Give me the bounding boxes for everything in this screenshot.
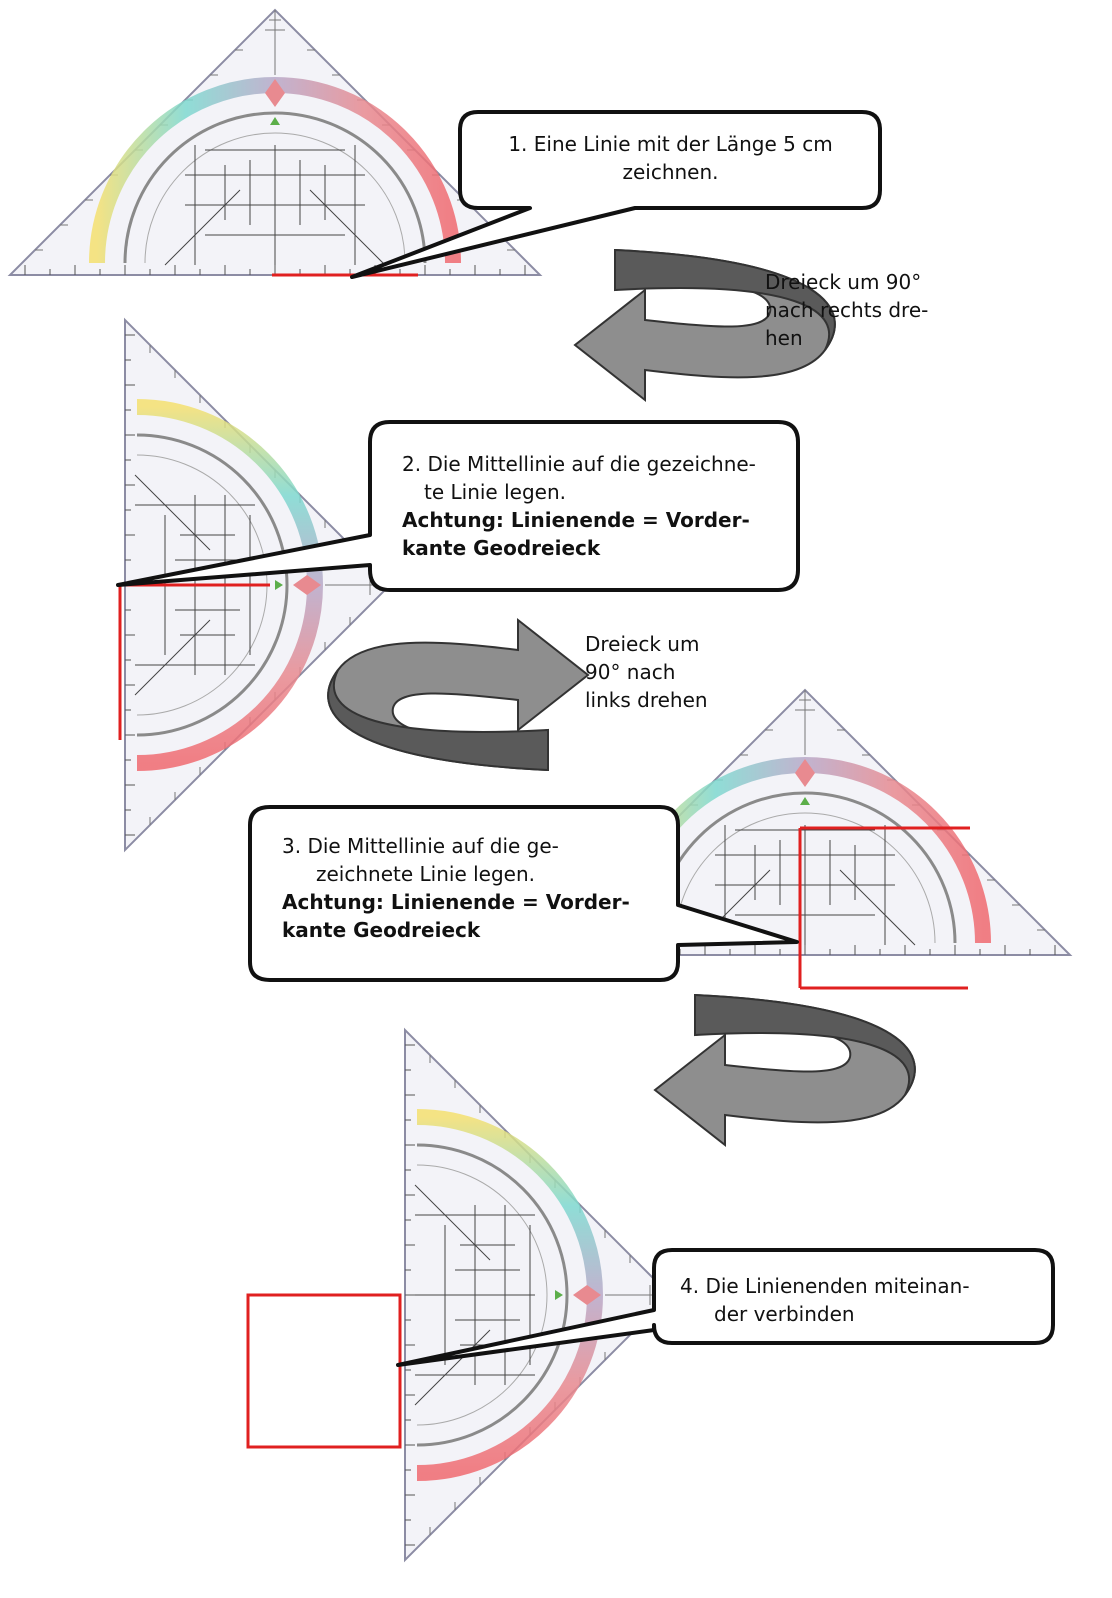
rotation-right-line-3: hen (765, 326, 803, 350)
rotate-right-arrow-2 (654, 994, 916, 1146)
step-1-text: 1. Eine Linie mit der Länge 5 cm zeichne… (478, 130, 863, 186)
rotation-right-line-1: Dreieck um 90° (765, 270, 922, 294)
step-3-text: 3. Die Mittellinie auf die ge- zeichnete… (282, 832, 674, 944)
step-4-text: 4. Die Linienenden miteinan- der verbind… (680, 1272, 1045, 1328)
rotation-right-line-2: nach rechts dre- (765, 298, 929, 322)
step-4-line-1: 4. Die Linienenden miteinan- (680, 1274, 970, 1298)
rotate-left-arrow (327, 619, 589, 771)
step-2-text: 2. Die Mittellinie auf die gezeichne- te… (402, 450, 792, 562)
step-2-line-2: te Linie legen. (424, 480, 566, 504)
step-2-line-1: 2. Die Mittellinie auf die gezeichne- (402, 452, 756, 476)
step-3-line-1: 3. Die Mittellinie auf die ge- (282, 834, 559, 858)
step-4-line-2: der verbinden (714, 1302, 855, 1326)
step-1-line-1: 1. Eine Linie mit der Länge 5 cm (508, 132, 833, 156)
callout-4-shape (396, 1248, 1055, 1367)
step-3-warning-2: kante Geodreieck (282, 918, 481, 942)
step-2-warning-1: Achtung: Linienende = Vorder- (402, 508, 750, 532)
step-2-warning-2: kante Geodreieck (402, 536, 601, 560)
drawn-square (246, 1293, 402, 1449)
rotation-left-line-1: Dreieck um (585, 632, 700, 656)
geodreieck-4 (405, 1030, 670, 1560)
rotation-label-left: Dreieck um 90° nach links drehen (585, 630, 785, 714)
rotation-left-line-3: links drehen (585, 688, 708, 712)
step-1-line-2: zeichnen. (622, 160, 719, 184)
callout-1-shape (350, 110, 882, 279)
rotation-left-line-2: 90° nach (585, 660, 676, 684)
rotation-label-right: Dreieck um 90° nach rechts dre- hen (765, 268, 965, 352)
callout-3-shape (248, 805, 799, 982)
step-3-line-2: zeichnete Linie legen. (316, 862, 536, 886)
step-3-warning-1: Achtung: Linienende = Vorder- (282, 890, 630, 914)
callout-2-shape (116, 420, 800, 592)
